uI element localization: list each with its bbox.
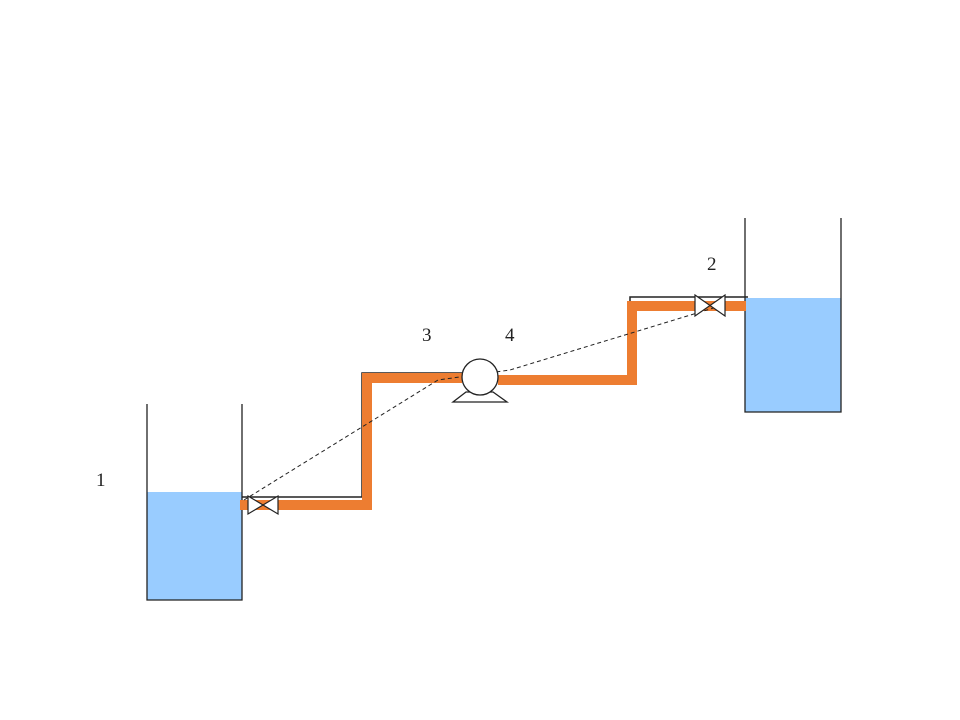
label-point-1: 1 [96, 470, 106, 491]
valve-icon [694, 293, 726, 318]
lower-reservoir-water [147, 492, 242, 600]
upper-reservoir-water [745, 298, 841, 412]
valve-icon [247, 494, 279, 516]
energy-line [243, 305, 721, 501]
label-point-4: 4 [505, 325, 515, 346]
label-point-2: 2 [707, 254, 717, 275]
suction-pipe [240, 373, 462, 510]
upper-reservoir [744, 218, 842, 413]
pump-icon [451, 358, 510, 403]
upper-reservoir-walls [744, 218, 842, 413]
discharge-pipe [498, 301, 746, 385]
label-point-3: 3 [422, 325, 432, 346]
lower-reservoir [146, 404, 243, 601]
